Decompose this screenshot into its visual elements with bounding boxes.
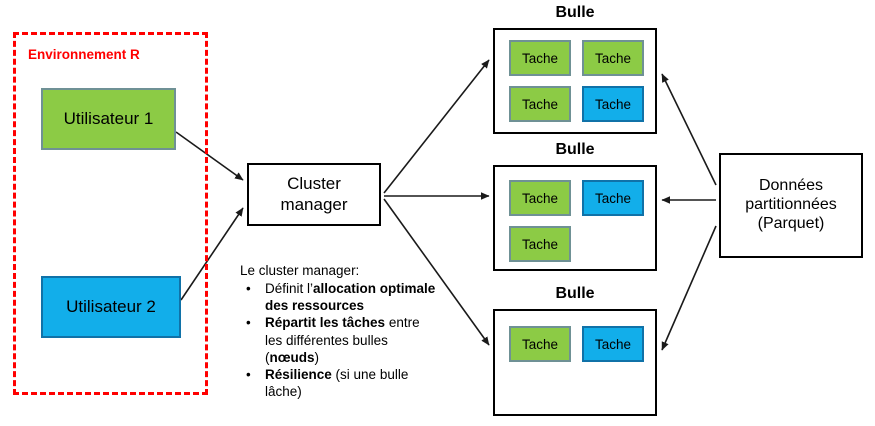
cluster-manager-notes: Le cluster manager: • Définit l’allocati… — [240, 262, 438, 400]
tache-2-1[interactable]: Tache — [509, 180, 571, 216]
user-box-1[interactable]: Utilisateur 1 — [41, 88, 176, 150]
notes-list: • Définit l’allocation optimale des ress… — [240, 280, 438, 400]
notes-item-0: • Définit l’allocation optimale des ress… — [240, 280, 438, 314]
notes-item-0-text: Définit l’allocation optimale des ressou… — [265, 281, 436, 314]
user-label-1: Utilisateur 1 — [63, 108, 154, 128]
bullet-icon: • — [246, 281, 251, 297]
arrow-cluster-to-bulle-1 — [383, 59, 490, 194]
tache-1-3[interactable]: Tache — [509, 86, 571, 122]
tache-label: Tache — [521, 336, 559, 352]
tache-1-4[interactable]: Tache — [582, 86, 644, 122]
tache-label: Tache — [521, 96, 559, 112]
tache-label: Tache — [594, 50, 632, 66]
environment-label: Environnement R — [28, 47, 140, 62]
cluster-manager-line-2: manager — [280, 194, 348, 214]
tache-label: Tache — [594, 336, 632, 352]
bullet-icon: • — [246, 366, 251, 382]
tache-2-2[interactable]: Tache — [582, 180, 644, 216]
bulle-title-2: Bulle — [555, 141, 595, 158]
cluster-manager-box[interactable]: Cluster manager — [247, 163, 381, 226]
arrow-data-to-bulle-3 — [661, 225, 717, 351]
data-store-line-1: Données — [758, 177, 824, 195]
notes-heading: Le cluster manager: — [240, 263, 360, 278]
notes-item-1: • Répartit les tâches entre les différen… — [240, 314, 438, 365]
data-store-line-3: (Parquet) — [757, 214, 825, 232]
notes-item-2-text: Résilience (si une bulle lâche) — [265, 366, 409, 399]
tache-3-2[interactable]: Tache — [582, 326, 644, 362]
bulle-title-3: Bulle — [555, 285, 595, 302]
tache-label: Tache — [594, 96, 632, 112]
tache-3-1[interactable]: Tache — [509, 326, 571, 362]
arrow-data-to-bulle-1 — [661, 73, 717, 186]
bulle-box-3[interactable]: Tache Tache — [493, 309, 657, 416]
bulle-title-1: Bulle — [555, 4, 595, 21]
tache-1-2[interactable]: Tache — [582, 40, 644, 76]
tache-label: Tache — [594, 190, 632, 206]
data-store-line-2: partitionnées — [745, 196, 837, 214]
bullet-icon: • — [246, 315, 251, 331]
cluster-manager-line-1: Cluster — [287, 174, 341, 194]
tache-2-3[interactable]: Tache — [509, 226, 571, 262]
notes-item-1-text: Répartit les tâches entre les différente… — [265, 315, 420, 365]
bulle-box-1[interactable]: Tache Tache Tache Tache — [493, 28, 657, 134]
tache-label: Tache — [521, 236, 559, 252]
tache-label: Tache — [521, 50, 559, 66]
user-label-2: Utilisateur 2 — [66, 296, 156, 316]
data-store-box[interactable]: Données partitionnées (Parquet) — [719, 153, 863, 258]
environment-container — [13, 32, 208, 395]
user-box-2[interactable]: Utilisateur 2 — [41, 276, 181, 338]
bulle-box-2[interactable]: Tache Tache Tache — [493, 165, 657, 271]
tache-label: Tache — [521, 190, 559, 206]
tache-1-1[interactable]: Tache — [509, 40, 571, 76]
notes-item-2: • Résilience (si une bulle lâche) — [240, 366, 438, 400]
